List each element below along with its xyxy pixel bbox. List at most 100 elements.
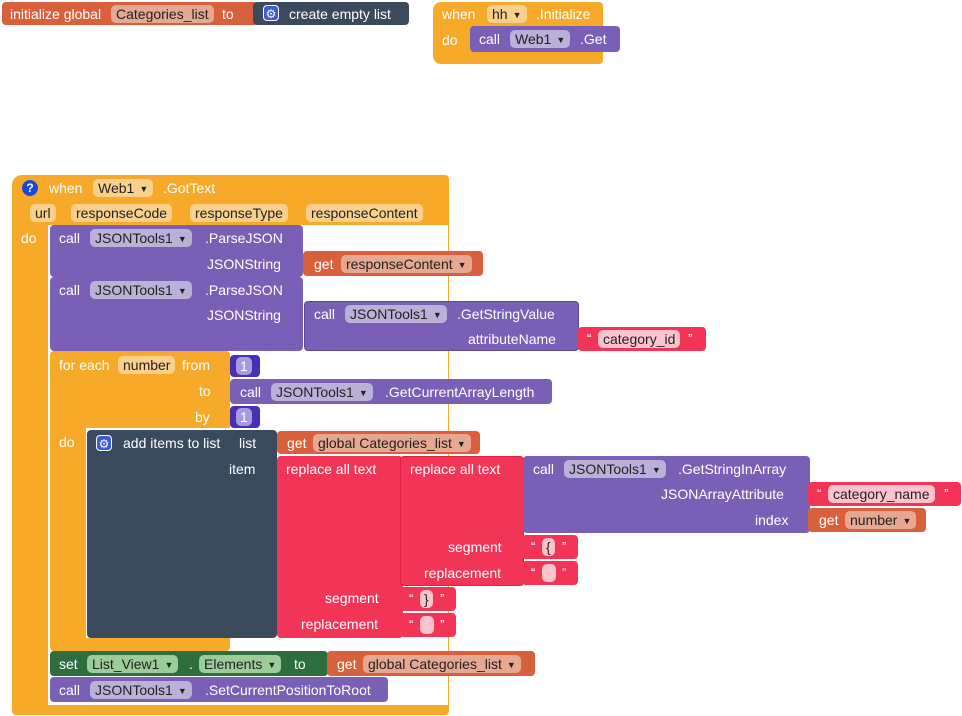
call-label: call <box>479 31 501 47</box>
get-label: get <box>287 435 307 451</box>
dropdown-arrow-icon: ▼ <box>177 286 187 296</box>
text-open-brace-block[interactable]: “ { ” <box>522 535 578 559</box>
text-empty-block-outer[interactable]: “ ” <box>400 613 456 637</box>
help-icon[interactable]: ? <box>22 180 38 196</box>
call-label: call <box>59 682 81 698</box>
call-web1-get-block[interactable]: call Web1▼ .Get <box>470 26 620 52</box>
open-quote: “ <box>587 331 592 346</box>
text-category-name-block[interactable]: “ category_name ” <box>808 482 961 506</box>
var-dropdown-global-categories[interactable]: global Categories_list▼ <box>363 655 521 673</box>
getstringinarray-block[interactable]: call JSONTools1▼ .GetStringInArray JSONA… <box>523 456 810 533</box>
getstringvalue-block[interactable]: call JSONTools1▼ .GetStringValue attribu… <box>304 301 579 351</box>
replace-all-text-label: replace all text <box>286 461 377 477</box>
number-by-block[interactable]: 1 <box>230 406 260 428</box>
component-dropdown-jsontools1[interactable]: JSONTools1▼ <box>271 383 373 401</box>
component-dropdown-web1[interactable]: Web1▼ <box>510 30 571 48</box>
param-url[interactable]: url <box>30 204 56 222</box>
component-name: JSONTools1 <box>569 461 647 477</box>
from-label: from <box>182 357 210 373</box>
loop-var-field[interactable]: number <box>118 356 176 374</box>
getcurrentarraylength-block[interactable]: call JSONTools1▼ .GetCurrentArrayLength <box>230 379 552 404</box>
dropdown-arrow-icon: ▼ <box>139 184 149 194</box>
event-name: .GotText <box>163 180 216 196</box>
method-name: .GetStringInArray <box>678 461 787 477</box>
component-dropdown-hh[interactable]: hh▼ <box>487 5 527 23</box>
param-responsecode[interactable]: responseCode <box>71 204 173 222</box>
by-label: by <box>195 409 210 425</box>
var-dropdown-global-categories[interactable]: global Categories_list▼ <box>313 434 471 452</box>
var-dropdown-number[interactable]: number▼ <box>845 511 917 529</box>
close-quote: ” <box>562 565 567 580</box>
var-name: number <box>850 512 898 528</box>
do-label: do <box>59 434 75 450</box>
component-dropdown-jsontools1[interactable]: JSONTools1▼ <box>90 281 192 299</box>
component-name: JSONTools1 <box>95 230 173 246</box>
text-field-empty[interactable] <box>542 564 556 582</box>
text-field-category-id[interactable]: category_id <box>598 330 681 348</box>
global-var-name-field[interactable]: Categories_list <box>111 5 214 23</box>
when-label: when <box>49 180 83 196</box>
close-quote: ” <box>688 331 693 346</box>
get-global-categories-block[interactable]: get global Categories_list▼ <box>277 431 480 454</box>
create-empty-list-block[interactable]: ⚙ create empty list <box>253 2 409 25</box>
attributename-label: attributeName <box>468 331 556 347</box>
component-name: Web1 <box>515 31 552 47</box>
method-name: .SetCurrentPositionToRoot <box>205 682 371 698</box>
component-dropdown-listview1[interactable]: List_View1▼ <box>87 655 179 673</box>
index-label: index <box>755 512 789 528</box>
var-dropdown-responsecontent[interactable]: responseContent ▼ <box>341 255 472 273</box>
call-label: call <box>59 230 81 246</box>
component-dropdown-jsontools1[interactable]: JSONTools1▼ <box>345 305 447 323</box>
open-quote: “ <box>409 617 414 632</box>
text-field-open-brace[interactable]: { <box>542 538 555 556</box>
var-name: responseContent <box>346 256 453 272</box>
text-empty-block-inner[interactable]: “ ” <box>522 561 578 585</box>
number-from-block[interactable]: 1 <box>230 355 260 377</box>
param-responsetype[interactable]: responseType <box>190 204 288 222</box>
create-empty-list-label: create empty list <box>289 6 391 22</box>
number-field-from[interactable]: 1 <box>236 357 252 375</box>
text-close-brace-block[interactable]: “ } ” <box>400 587 456 611</box>
initialize-global-block[interactable]: initialize global Categories_list to <box>2 2 258 25</box>
add-items-to-list-block[interactable]: ⚙ add items to list list item <box>87 430 277 638</box>
when-label: when <box>442 6 476 22</box>
parsejson-block-1[interactable]: call JSONTools1▼ .ParseJSON JSONString <box>50 225 303 277</box>
event-name: .Initialize <box>536 6 591 22</box>
mutator-gear-icon[interactable]: ⚙ <box>96 435 112 451</box>
call-label: call <box>533 461 555 477</box>
get-global-categories-block-2[interactable]: get global Categories_list▼ <box>327 651 535 676</box>
jsonarrayattribute-label: JSONArrayAttribute <box>661 486 784 502</box>
replace-all-text-outer-block[interactable]: replace all text segment replacement <box>277 456 403 638</box>
dropdown-arrow-icon: ▼ <box>457 260 467 270</box>
mutator-gear-icon[interactable]: ⚙ <box>263 5 279 21</box>
text-category-id-block[interactable]: “ category_id ” <box>578 327 706 351</box>
do-label: do <box>21 230 37 246</box>
component-dropdown-jsontools1[interactable]: JSONTools1▼ <box>90 229 192 247</box>
call-label: call <box>59 282 81 298</box>
component-dropdown-jsontools1[interactable]: JSONTools1▼ <box>564 460 666 478</box>
component-name: JSONTools1 <box>276 384 354 400</box>
component-name: Web1 <box>98 180 135 196</box>
text-field-empty[interactable] <box>420 616 434 634</box>
method-name: .GetStringValue <box>457 306 555 322</box>
parsejson-block-2[interactable]: call JSONTools1▼ .ParseJSON JSONString <box>50 277 303 351</box>
number-field-by[interactable]: 1 <box>236 408 252 426</box>
to-label: to <box>294 656 306 672</box>
dropdown-arrow-icon: ▼ <box>456 439 466 449</box>
replace-all-text-inner-block[interactable]: replace all text segment replacement <box>400 456 524 586</box>
item-label: item <box>229 461 256 477</box>
property-dropdown-elements[interactable]: Elements▼ <box>199 655 282 673</box>
text-field-category-name[interactable]: category_name <box>828 485 935 503</box>
text-field-close-brace[interactable]: } <box>420 590 433 608</box>
get-responsecontent-block[interactable]: get responseContent▼ <box>303 251 483 276</box>
get-number-block[interactable]: get number▼ <box>808 508 926 532</box>
setcurrentpositiontoroot-block[interactable]: call JSONTools1▼ .SetCurrentPositionToRo… <box>50 677 388 702</box>
open-quote: “ <box>531 565 536 580</box>
dropdown-arrow-icon: ▼ <box>432 310 442 320</box>
component-dropdown-jsontools1[interactable]: JSONTools1▼ <box>90 681 192 699</box>
param-responsecontent[interactable]: responseContent <box>306 204 423 222</box>
component-name: List_View1 <box>92 656 160 672</box>
set-listview-elements-block[interactable]: set List_View1▼ . Elements▼ to <box>50 651 328 676</box>
component-dropdown-web1[interactable]: Web1 ▼ <box>93 179 154 197</box>
to-label: to <box>199 383 211 399</box>
